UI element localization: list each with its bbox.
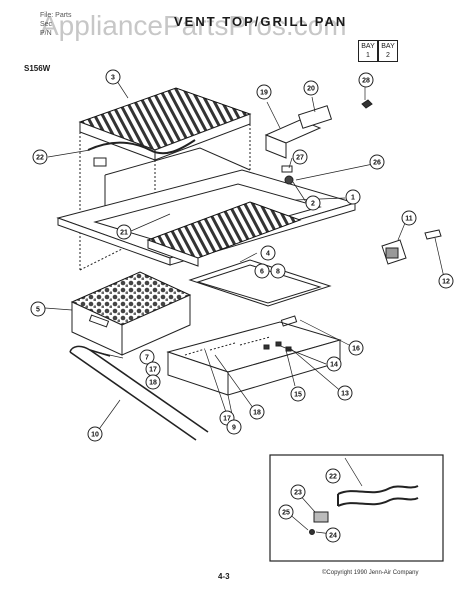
callout-circle-5 <box>30 301 46 317</box>
header-line-3: P/N <box>40 30 52 37</box>
drip-rod-part <box>69 345 209 441</box>
watermark: AppliancePartsPros.com <box>40 10 347 41</box>
callout-circle-1 <box>345 189 361 205</box>
callout-circle-18 <box>249 404 265 420</box>
bay-2-number: 2 <box>386 52 390 59</box>
bay-1-label: BAY <box>361 43 375 50</box>
callout-circle-23 <box>290 484 306 500</box>
callout-label-26: 26 <box>373 160 381 167</box>
callout-label-7: 7 <box>145 355 149 362</box>
callout-label-24: 24 <box>329 533 337 540</box>
callout-circle-22 <box>325 468 341 484</box>
bay-2-box: BAY 2 <box>378 40 398 62</box>
callout-label-28: 28 <box>362 78 370 85</box>
callout-label-12: 12 <box>442 279 450 286</box>
bay-1-box: BAY 1 <box>358 40 378 62</box>
callout-label-5: 5 <box>36 307 40 314</box>
bay-2-label: BAY <box>381 43 395 50</box>
callout-label-19: 19 <box>260 90 268 97</box>
callout-label-1: 1 <box>351 195 355 202</box>
callout-circle-11 <box>401 210 417 226</box>
switch-assembly <box>381 229 442 265</box>
callout-label-10: 10 <box>91 432 99 439</box>
callout-circle-13 <box>337 385 353 401</box>
middle-grill-grate-part <box>146 201 302 267</box>
callout-label-22: 22 <box>329 474 337 481</box>
housing-frame-back <box>104 147 251 176</box>
callout-circle-27 <box>292 149 308 165</box>
callout-label-15: 15 <box>294 392 302 399</box>
copyright-notice: ©Copyright 1990 Jenn-Air Company <box>322 570 419 576</box>
callout-circle-16 <box>348 340 364 356</box>
callout-label-18: 18 <box>149 380 157 387</box>
grill-pan-insert-part <box>188 259 332 307</box>
callout-circle-20 <box>303 80 319 96</box>
callout-label-23: 23 <box>294 490 302 497</box>
callout-label-20: 20 <box>307 86 315 93</box>
callout-circle-24 <box>325 527 341 543</box>
callout-circle-19 <box>256 84 272 100</box>
callout-circle-22 <box>32 149 48 165</box>
callout-label-17: 17 <box>223 416 231 423</box>
callout-circle-18 <box>145 374 161 390</box>
callout-label-21: 21 <box>120 230 128 237</box>
callout-circle-12 <box>438 273 454 289</box>
callout-circle-3 <box>105 69 121 85</box>
callout-label-22: 22 <box>36 155 44 162</box>
callout-label-6: 6 <box>260 269 264 276</box>
inset-detail-box <box>269 454 444 562</box>
callout-circle-9 <box>226 419 242 435</box>
page-title: VENT TOP/GRILL PAN <box>174 14 348 29</box>
grill-grate-part <box>78 87 252 161</box>
vent-motor-assembly <box>264 99 373 185</box>
callout-circle-28 <box>358 72 374 88</box>
callout-circle-8 <box>270 263 286 279</box>
callout-label-27: 27 <box>296 155 304 162</box>
element-terminal-block <box>93 157 107 167</box>
callout-circle-21 <box>116 224 132 240</box>
rock-tray-part <box>70 271 192 356</box>
callout-circle-25 <box>278 504 294 520</box>
callout-circle-26 <box>369 154 385 170</box>
model-number: S156W <box>24 64 51 73</box>
callout-circle-10 <box>87 426 103 442</box>
lower-pan-housing-part <box>166 321 342 396</box>
callout-label-11: 11 <box>405 216 413 223</box>
callout-label-18: 18 <box>253 410 261 417</box>
callout-circle-14 <box>326 356 342 372</box>
header-file-line: File: Parts <box>40 12 72 19</box>
page-number: 4-3 <box>218 572 230 581</box>
callout-circle-15 <box>290 386 306 402</box>
leader-lines <box>44 77 446 433</box>
callout-label-14: 14 <box>330 362 338 369</box>
bay-1-number: 1 <box>366 52 370 59</box>
callout-label-8: 8 <box>276 269 280 276</box>
callout-label-4: 4 <box>266 251 270 258</box>
callout-label-13: 13 <box>341 391 349 398</box>
callout-label-17: 17 <box>149 367 157 374</box>
callout-circle-4 <box>260 245 276 261</box>
callout-circle-2 <box>305 195 321 211</box>
callout-label-25: 25 <box>282 510 290 517</box>
callout-label-16: 16 <box>352 346 360 353</box>
callout-circle-6 <box>254 263 270 279</box>
callout-label-3: 3 <box>111 75 115 82</box>
callout-circle-7 <box>139 349 155 365</box>
callout-label-2: 2 <box>311 201 315 208</box>
callout-label-9: 9 <box>232 425 236 432</box>
header-line-2: Sec <box>40 21 53 28</box>
heating-element-part <box>87 139 196 155</box>
